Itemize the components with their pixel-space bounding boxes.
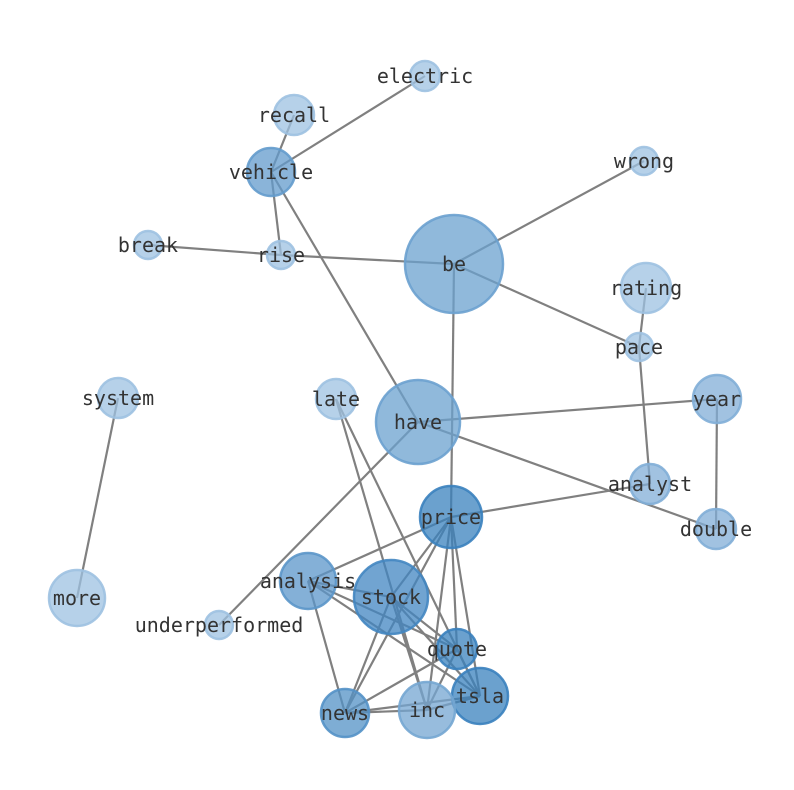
node-label-analyst: analyst bbox=[608, 472, 692, 496]
node-label-more: more bbox=[53, 586, 101, 610]
edge-electric-vehicle bbox=[270, 75, 426, 173]
node-label-electric: electric bbox=[377, 64, 473, 88]
node-vehicle[interactable] bbox=[245, 146, 297, 198]
node-late[interactable] bbox=[314, 377, 358, 421]
node-label-recall: recall bbox=[258, 103, 330, 127]
edge-price-inc bbox=[425, 516, 453, 711]
node-electric[interactable] bbox=[408, 59, 442, 93]
node-have[interactable] bbox=[374, 378, 462, 466]
node-label-system: system bbox=[82, 386, 154, 410]
node-label-late: late bbox=[312, 387, 360, 411]
node-label-price: price bbox=[421, 505, 481, 529]
edge-late-inc bbox=[334, 398, 429, 711]
node-label-vehicle: vehicle bbox=[229, 160, 313, 184]
node-label-year: year bbox=[693, 387, 741, 411]
node-pace[interactable] bbox=[623, 331, 655, 363]
node-wrong[interactable] bbox=[628, 145, 660, 177]
node-label-rating: rating bbox=[610, 276, 682, 300]
edge-system-more bbox=[75, 397, 120, 599]
edge-vehicle-have bbox=[270, 171, 419, 423]
node-label-break: break bbox=[118, 233, 178, 257]
edge-analyst-price bbox=[450, 482, 651, 519]
node-label-inc: inc bbox=[409, 698, 445, 722]
node-label-underperformed: underperformed bbox=[135, 613, 304, 637]
node-year[interactable] bbox=[691, 373, 743, 425]
node-label-quote: quote bbox=[427, 637, 487, 661]
node-system[interactable] bbox=[96, 376, 140, 420]
node-inc[interactable] bbox=[397, 680, 457, 740]
edge-break-rise bbox=[147, 243, 282, 257]
node-be[interactable] bbox=[403, 213, 505, 315]
node-news[interactable] bbox=[319, 687, 371, 739]
node-label-have: have bbox=[394, 410, 442, 434]
node-double[interactable] bbox=[694, 507, 738, 551]
node-break[interactable] bbox=[132, 229, 164, 261]
node-label-stock: stock bbox=[361, 585, 421, 609]
node-quote[interactable] bbox=[435, 627, 479, 671]
node-label-be: be bbox=[442, 252, 466, 276]
node-rise[interactable] bbox=[265, 239, 297, 271]
node-price[interactable] bbox=[418, 484, 484, 550]
node-analyst[interactable] bbox=[628, 462, 672, 506]
labels-layer: electric recall vehicle wrong break rise be rat… bbox=[53, 64, 752, 725]
edge-have-underperformed bbox=[218, 421, 419, 626]
nodes-layer bbox=[47, 59, 743, 740]
edge-analysis-tsla bbox=[307, 580, 481, 697]
edge-have-double bbox=[417, 420, 717, 531]
node-analysis[interactable] bbox=[278, 551, 338, 611]
node-label-tsla: tsla bbox=[456, 684, 504, 708]
node-recall[interactable] bbox=[272, 93, 316, 137]
node-label-news: news bbox=[321, 701, 369, 725]
node-underperformed[interactable] bbox=[203, 609, 235, 641]
node-label-analysis: analysis bbox=[260, 569, 356, 593]
node-rating[interactable] bbox=[619, 261, 673, 315]
node-label-pace: pace bbox=[615, 335, 663, 359]
node-label-rise: rise bbox=[257, 243, 305, 267]
node-stock[interactable] bbox=[352, 558, 430, 636]
node-label-wrong: wrong bbox=[614, 149, 674, 173]
edge-have-year bbox=[417, 397, 718, 424]
edge-pace-analyst bbox=[637, 346, 652, 485]
node-more[interactable] bbox=[47, 568, 107, 628]
node-label-double: double bbox=[680, 517, 752, 541]
